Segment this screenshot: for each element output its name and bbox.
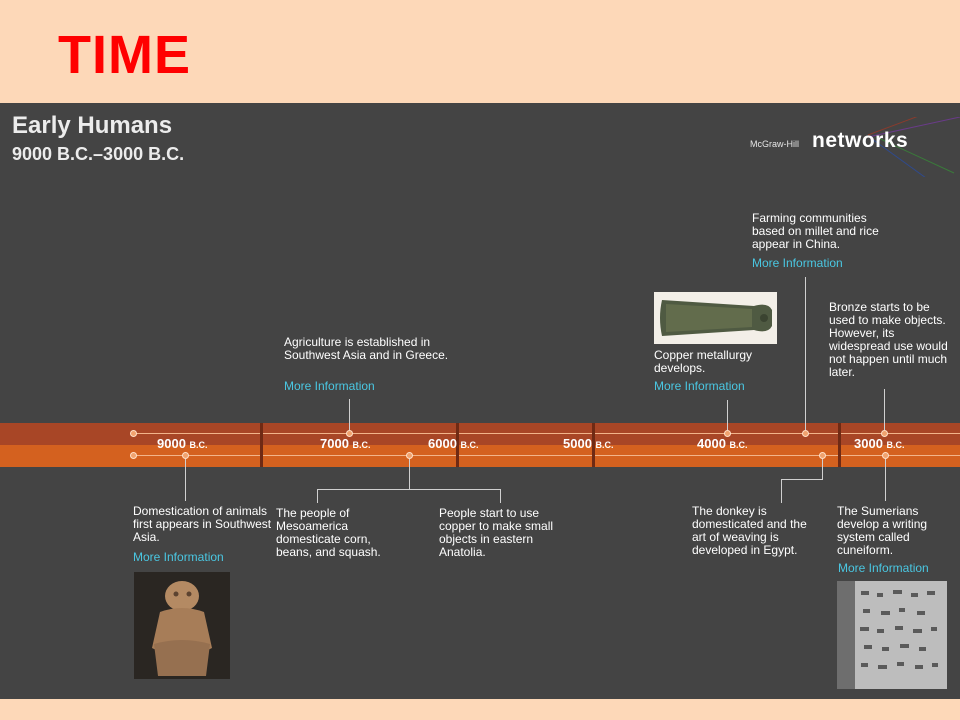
timeline-rail-upper bbox=[133, 433, 960, 434]
connector-line bbox=[884, 389, 885, 430]
event-mesoamerica-text: The people of Mesoamerica domesticate co… bbox=[276, 506, 381, 559]
connector-line bbox=[781, 479, 823, 480]
connector-line bbox=[885, 459, 886, 501]
event-anatolia-copper-text: People start to use copper to make small… bbox=[439, 506, 554, 559]
domestication-more-info-link[interactable]: More Information bbox=[133, 550, 224, 564]
year-label-3000: 3000 B.C. bbox=[854, 436, 905, 451]
timeline-dot-mesoamerica-copper[interactable] bbox=[406, 452, 413, 459]
connector-line bbox=[317, 489, 318, 503]
year-label-4000: 4000 B.C. bbox=[697, 436, 748, 451]
timeline-dot-donkey[interactable] bbox=[819, 452, 826, 459]
event-sumerians-text: The Sumerians develop a writing system c… bbox=[837, 504, 928, 557]
year-label-6000: 6000 B.C. bbox=[428, 436, 479, 451]
bottom-strip bbox=[0, 699, 960, 720]
timeline-tick bbox=[456, 423, 459, 467]
china-farming-more-info-link[interactable]: More Information bbox=[752, 256, 843, 270]
panel-subtitle: 9000 B.C.–3000 B.C. bbox=[12, 144, 185, 164]
connector-line bbox=[409, 459, 410, 489]
timeline-band-lower bbox=[0, 445, 960, 467]
sumerians-more-info-link[interactable]: More Information bbox=[838, 561, 929, 575]
timeline-rail-lower bbox=[133, 455, 960, 456]
timeline-tick bbox=[592, 423, 595, 467]
timeline-dot-copper-metallurgy[interactable] bbox=[724, 430, 731, 437]
brand-prefix: McGraw-Hill bbox=[750, 139, 799, 149]
timeline-dot-agriculture[interactable] bbox=[346, 430, 353, 437]
cuneiform-tablet-image bbox=[837, 581, 947, 689]
clay-figurine-image bbox=[134, 572, 230, 679]
timeline-tick bbox=[838, 423, 841, 467]
timeline-dot-china-farming[interactable] bbox=[802, 430, 809, 437]
connector-line bbox=[349, 399, 350, 430]
slide-title: TIME bbox=[58, 25, 191, 85]
panel-title: Early Humans bbox=[12, 112, 173, 139]
connector-line bbox=[805, 277, 806, 430]
connector-line bbox=[185, 459, 186, 501]
connector-line bbox=[727, 400, 728, 430]
copper-axe-image bbox=[654, 292, 777, 344]
event-donkey-weaving-text: The donkey is domesticated and the art o… bbox=[692, 504, 807, 557]
networks-logo: McGraw-Hill networks bbox=[748, 117, 960, 177]
timeline-dot bbox=[130, 430, 137, 437]
timeline-dot bbox=[130, 452, 137, 459]
timeline-band-upper bbox=[0, 423, 960, 445]
event-copper-metallurgy-text: Copper metallurgy develops. bbox=[654, 348, 753, 375]
connector-line bbox=[822, 459, 823, 479]
timeline-tick bbox=[260, 423, 263, 467]
connector-line bbox=[500, 489, 501, 503]
event-china-farming-text: Farming communities based on millet and … bbox=[752, 211, 879, 251]
agriculture-more-info-link[interactable]: More Information bbox=[284, 379, 375, 393]
year-label-5000: 5000 B.C. bbox=[563, 436, 614, 451]
event-agriculture-text: Agriculture is established in Southwest … bbox=[284, 335, 449, 362]
timeline-dot-bronze[interactable] bbox=[881, 430, 888, 437]
networks-logo-icon bbox=[867, 117, 960, 177]
timeline-panel: Early Humans 9000 B.C.–3000 B.C. McGraw-… bbox=[0, 103, 960, 699]
copper-metallurgy-more-info-link[interactable]: More Information bbox=[654, 379, 745, 393]
connector-line bbox=[317, 489, 501, 490]
year-label-7000: 7000 B.C. bbox=[320, 436, 371, 451]
event-domestication-text: Domestication of animals first appears i… bbox=[133, 504, 272, 544]
year-label-9000: 9000 B.C. bbox=[157, 436, 208, 451]
event-bronze-text: Bronze starts to be used to make objects… bbox=[829, 300, 948, 379]
brand-name: networks bbox=[812, 129, 909, 152]
connector-line bbox=[781, 479, 782, 503]
timeline-dot-sumerians[interactable] bbox=[882, 452, 889, 459]
timeline-dot-domestication[interactable] bbox=[182, 452, 189, 459]
